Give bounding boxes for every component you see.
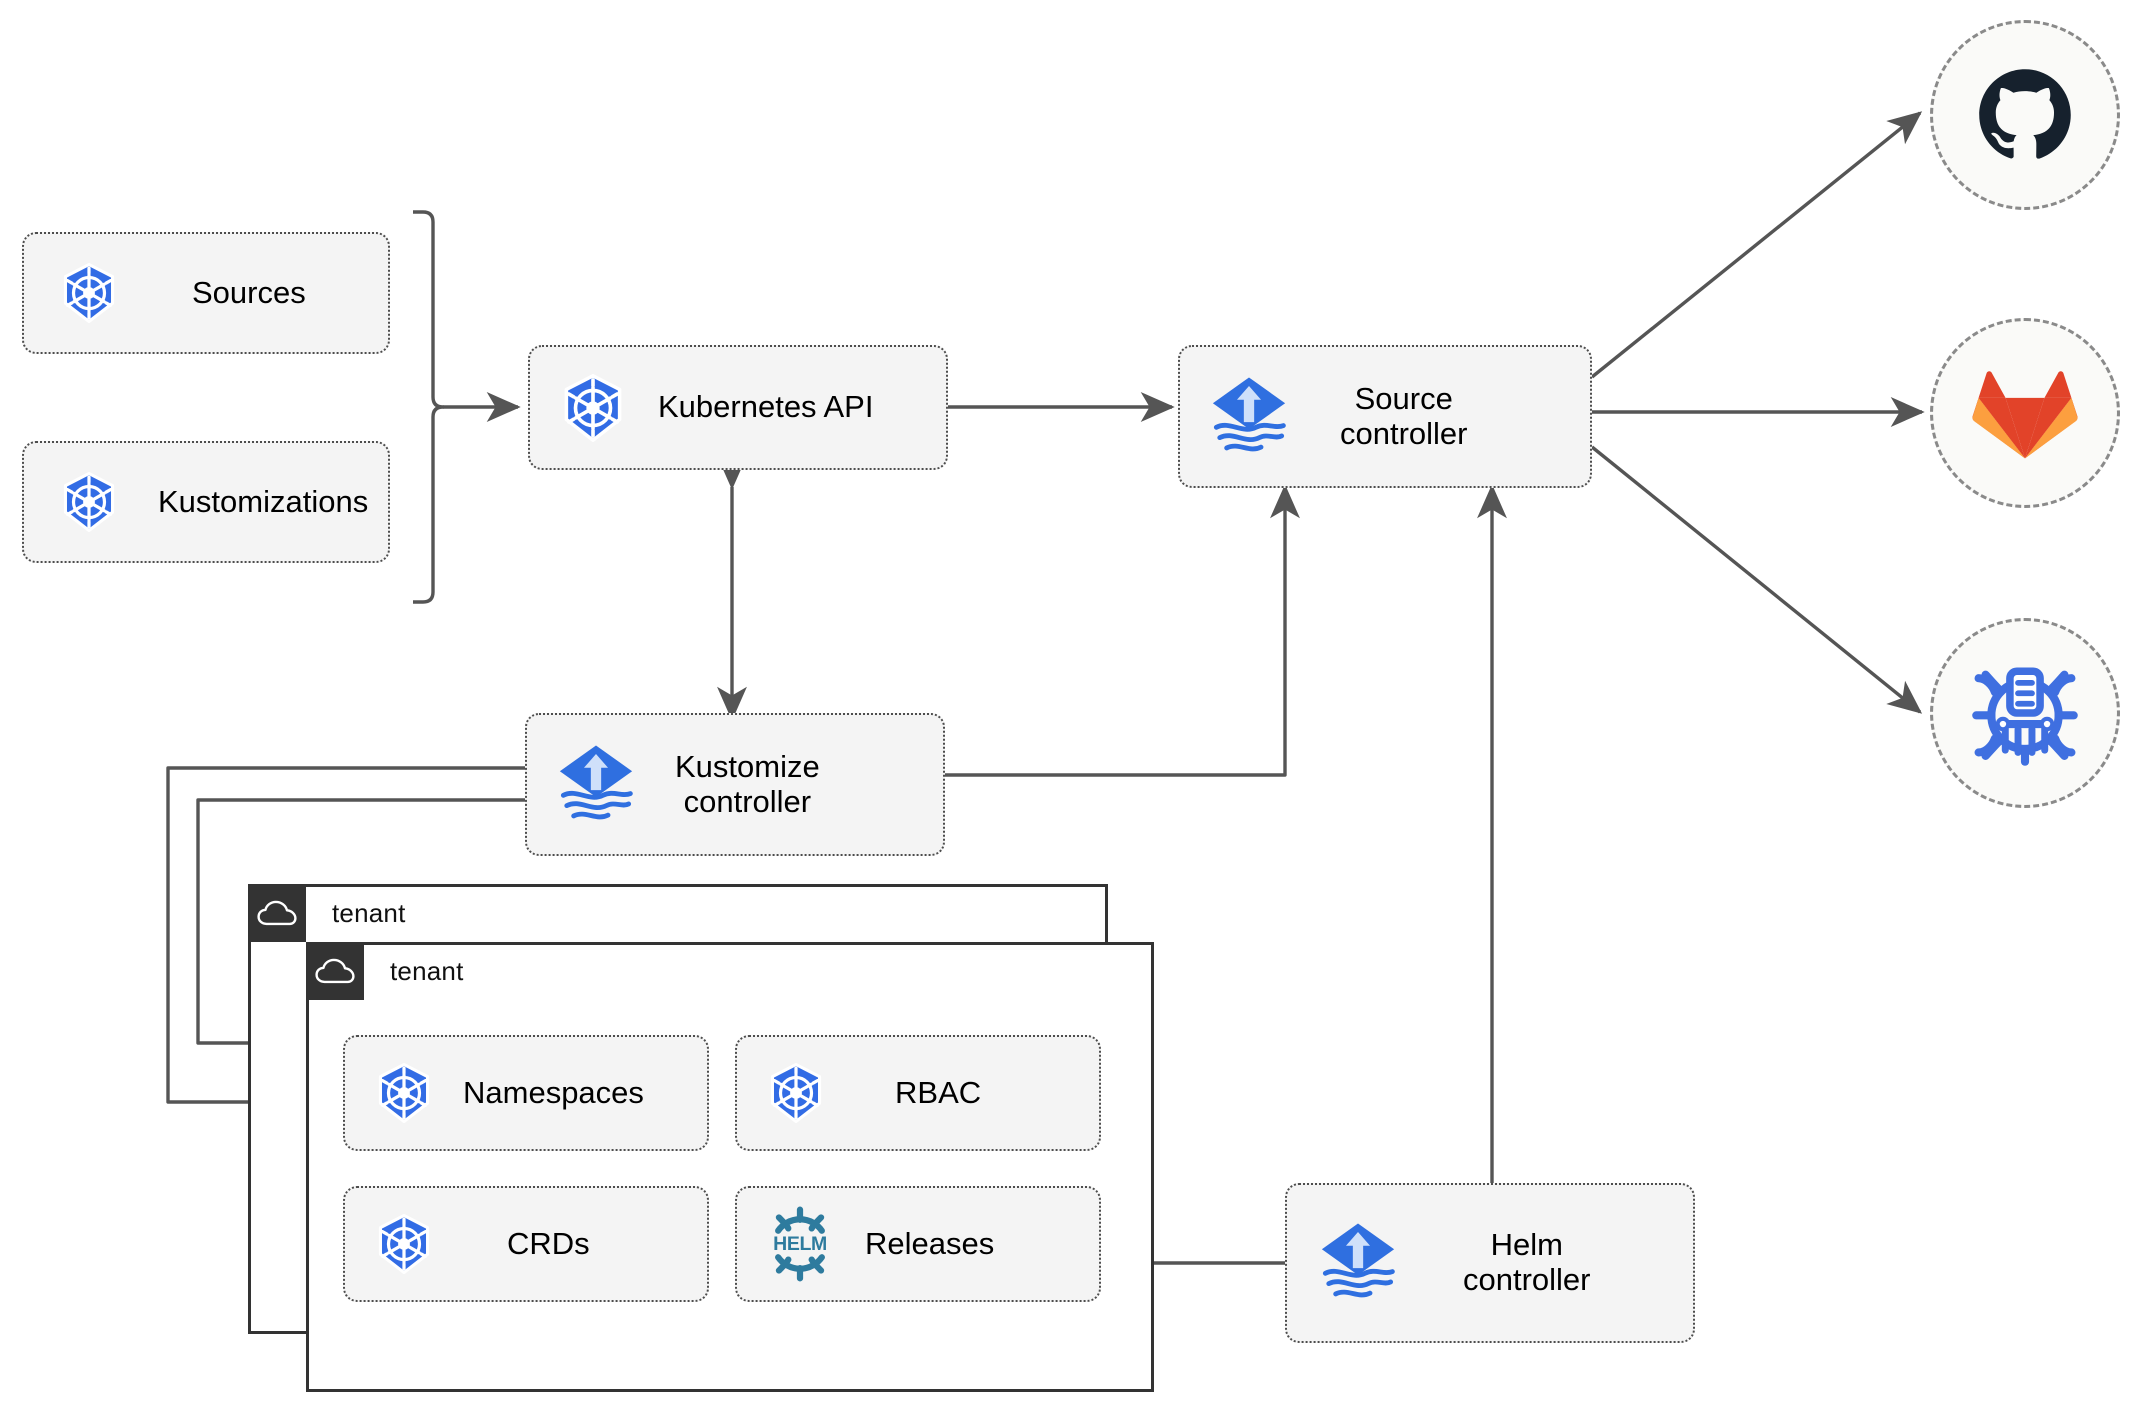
kubernetes-icon — [58, 471, 120, 533]
kubernetes-icon — [558, 373, 628, 443]
node-kustomize-controller[interactable]: Kustomize controller — [525, 713, 945, 856]
provider-helm-registry[interactable] — [1930, 618, 2120, 808]
wire-source-to-github — [1590, 111, 1923, 379]
node-label: Helm controller — [1463, 1227, 1591, 1297]
node-label: Kustomizations — [158, 483, 369, 519]
node-label: Namespaces — [463, 1074, 644, 1110]
node-kubernetes-api[interactable]: Kubernetes API — [528, 345, 948, 470]
wire-source-to-registry — [1590, 445, 1923, 714]
gitlab-icon — [1971, 359, 2079, 467]
node-label: Kubernetes API — [658, 389, 874, 425]
provider-gitlab[interactable] — [1930, 318, 2120, 508]
helm-icon: HELM — [761, 1205, 839, 1283]
node-label: RBAC — [895, 1074, 982, 1110]
cloud-icon — [248, 884, 306, 942]
flux-icon — [553, 742, 639, 828]
node-label: Kustomize controller — [675, 748, 820, 819]
helm-registry-icon — [1967, 655, 2083, 771]
node-helm-controller[interactable]: Helm controller — [1285, 1183, 1695, 1343]
wire-kustomize-to-source — [945, 484, 1300, 777]
node-sources[interactable]: Sources — [22, 232, 390, 354]
tenant-header-outer: tenant — [248, 884, 406, 942]
tenant-header-inner: tenant — [306, 942, 464, 1000]
node-kustomizations[interactable]: Kustomizations — [22, 441, 390, 563]
tenant-label: tenant — [332, 897, 406, 928]
node-label: Releases — [865, 1225, 995, 1261]
flux-icon — [1315, 1220, 1401, 1306]
node-label: CRDs — [507, 1225, 590, 1261]
node-crds[interactable]: CRDs — [343, 1186, 709, 1302]
kubernetes-icon — [58, 262, 120, 324]
node-source-controller[interactable]: Source controller — [1178, 345, 1592, 488]
provider-github[interactable] — [1930, 20, 2120, 210]
tenant-label: tenant — [390, 955, 464, 986]
node-label: Source controller — [1340, 380, 1468, 451]
flux-icon — [1206, 374, 1292, 460]
tenant-container-inner: tenant — [306, 942, 1154, 1392]
kubernetes-icon — [373, 1213, 435, 1275]
node-namespaces[interactable]: Namespaces — [343, 1035, 709, 1151]
node-rbac[interactable]: RBAC — [735, 1035, 1101, 1151]
kubernetes-icon — [373, 1062, 435, 1124]
node-label: Sources — [192, 274, 306, 310]
node-releases[interactable]: HELM Releases — [735, 1186, 1101, 1302]
github-icon — [1973, 63, 2077, 167]
cloud-icon — [306, 942, 364, 1000]
helm-wordmark: HELM — [773, 1233, 827, 1255]
kubernetes-icon — [765, 1062, 827, 1124]
group-bracket — [413, 210, 445, 604]
